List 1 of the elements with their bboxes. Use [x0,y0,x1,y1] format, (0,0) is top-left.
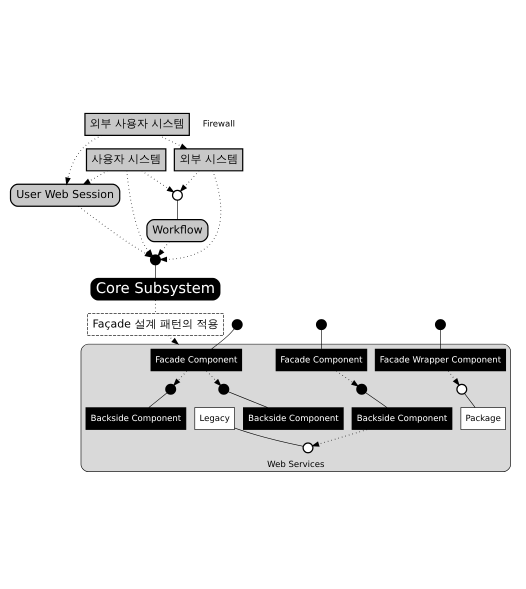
label: Firewall [202,119,235,130]
